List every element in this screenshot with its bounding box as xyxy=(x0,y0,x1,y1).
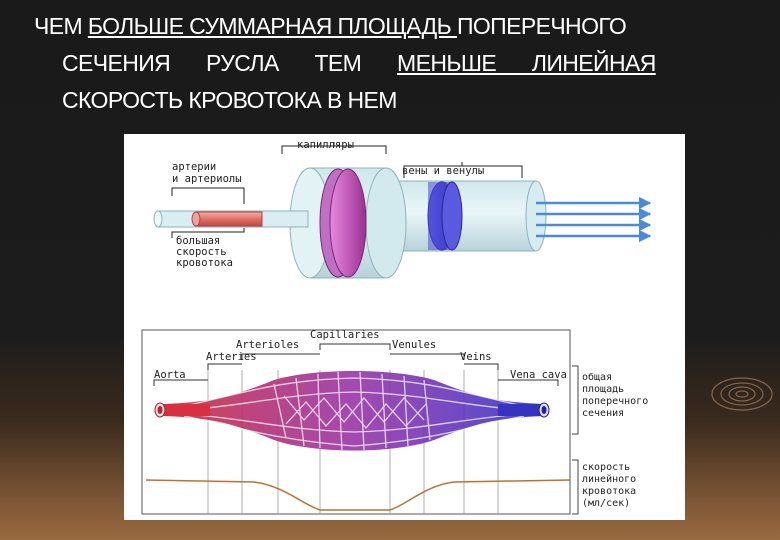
label-speed-1: большая xyxy=(176,235,220,247)
label-area-2: площадь xyxy=(582,384,624,395)
diagram-frame xyxy=(141,329,571,515)
label-velocity-1: скорость xyxy=(582,462,630,473)
velocity-curve xyxy=(145,479,571,511)
label-speed-2: скорость xyxy=(176,246,227,258)
title-underlined-1: БОЛЬШЕ СУММАРНАЯ ПЛОЩАДЬ xyxy=(87,13,457,39)
label-arteries-2: и артериолы xyxy=(172,173,242,185)
label-velocity-3: кровотока xyxy=(582,486,636,497)
title-line-3: СКОРОСТЬ КРОВОТОКА В НЕМ xyxy=(62,87,397,113)
bottom-leader-lines xyxy=(153,343,559,386)
flow-arrows xyxy=(536,196,652,243)
label-area-3: поперечного xyxy=(582,396,648,407)
venous-disc xyxy=(427,181,463,251)
tube-diagram: капилляры вены и венулы артерии и артери… xyxy=(153,139,652,279)
label-capillaries-ru: капилляры xyxy=(297,139,354,151)
label-arterioles: Arterioles xyxy=(236,339,299,351)
label-vena-cava: Vena cava xyxy=(510,369,567,381)
label-veins: Veins xyxy=(460,351,492,363)
label-aorta: Aorta xyxy=(154,369,186,381)
aorta-vessel xyxy=(154,402,210,418)
label-arteries: Arteries xyxy=(206,351,257,363)
capillary-disc xyxy=(319,168,367,278)
side-brackets xyxy=(572,365,579,515)
top-leader-lines xyxy=(171,142,523,238)
label-area-1: общая xyxy=(582,371,612,383)
title-underlined-2: МЕНЬШЕ ЛИНЕЙНАЯ xyxy=(397,50,656,76)
vena-cava-vessel xyxy=(498,402,550,418)
label-arteries-1: артерии xyxy=(172,161,216,173)
venous-tube xyxy=(385,180,547,252)
arterial-tube xyxy=(153,210,309,228)
label-speed-3: кровотока xyxy=(176,257,233,269)
label-venules: Venules xyxy=(392,339,436,351)
label-velocity-2: линейного xyxy=(582,473,636,485)
label-area-4: сечения xyxy=(582,408,624,419)
diagram-svg: капилляры вены и венулы артерии и артери… xyxy=(141,139,652,515)
title-line-2: СЕЧЕНИЯ РУСЛА ТЕМ МЕНЬШЕ ЛИНЕЙНАЯ xyxy=(62,50,656,76)
slide-title: ЧЕМ БОЛЬШЕ СУММАРНАЯ ПЛОЩАДЬ ПОПЕРЕЧНОГО… xyxy=(34,8,734,119)
vascular-network-diagram: Capillaries Arterioles Venules Arteries … xyxy=(141,329,648,515)
label-capillaries: Capillaries xyxy=(310,329,380,341)
ripple-decoration xyxy=(711,377,773,411)
title-line-1: ЧЕМ БОЛЬШЕ СУММАРНАЯ ПЛОЩАДЬ ПОПЕРЕЧНОГО xyxy=(34,13,627,39)
label-velocity-4: (мл/сек) xyxy=(582,498,630,509)
label-veins-venules: вены и венулы xyxy=(402,165,484,177)
diagram-panel: капилляры вены и венулы артерии и артери… xyxy=(124,134,685,520)
capillary-mesh xyxy=(183,371,525,451)
